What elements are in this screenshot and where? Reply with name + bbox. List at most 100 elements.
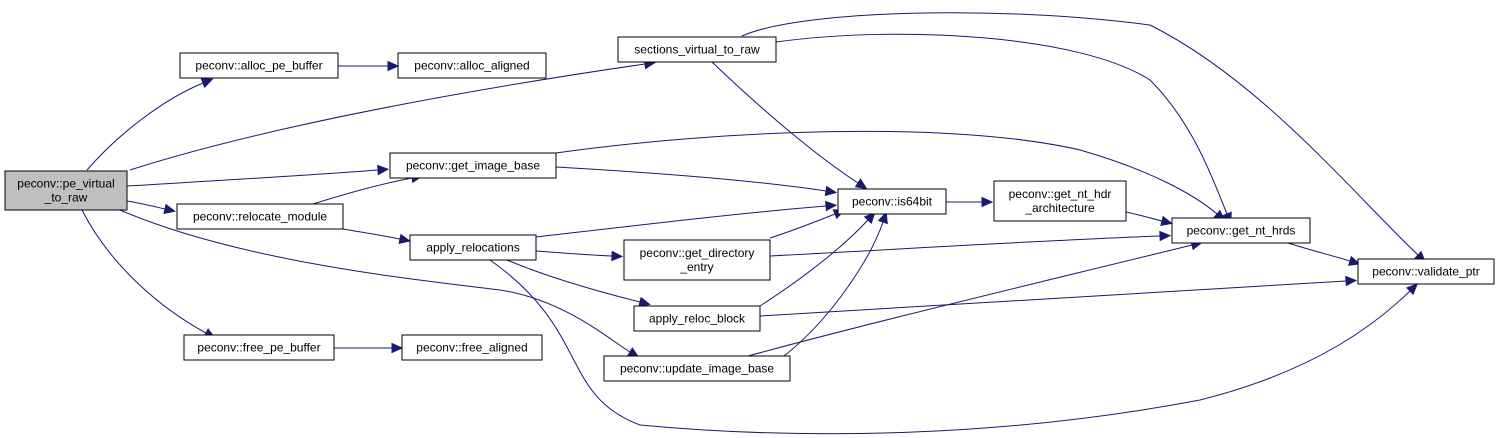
node-label: apply_reloc_block <box>649 312 746 326</box>
edge-update_image_base-to-is64bit <box>783 211 888 357</box>
node-box <box>183 334 335 361</box>
node-box <box>1171 217 1311 244</box>
node-box <box>179 52 339 79</box>
edge-line <box>312 177 413 205</box>
edge-line <box>555 166 827 192</box>
node-free-pe-buffer[interactable]: peconv::free_pe_buffer <box>183 334 335 361</box>
node-label: peconv::pe_virtual <box>17 177 114 191</box>
arrowhead-icon <box>391 342 404 354</box>
edge-line <box>535 205 827 238</box>
edge-pe_virtual_to_raw-to-alloc_pe_buffer <box>86 78 214 171</box>
node-label: peconv::get_directory <box>640 246 755 260</box>
edge-line <box>775 33 1228 215</box>
node-label: peconv::free_pe_buffer <box>197 341 320 355</box>
edge-get_image_base-to-is64bit <box>555 166 838 197</box>
arrowhead-icon <box>387 60 400 72</box>
edge-get_nt_hrds-to-validate_ptr <box>1287 242 1361 266</box>
node-get-nt-hrds[interactable]: peconv::get_nt_hrds <box>1171 217 1311 244</box>
node-label: peconv::relocate_module <box>193 210 327 224</box>
arrowhead-icon <box>1160 215 1173 227</box>
arrowhead-icon <box>1159 230 1172 242</box>
edge-alloc_pe_buffer-to-alloc_aligned <box>338 60 400 72</box>
node-box <box>397 52 547 79</box>
edge-get_nt_hdr_architecture-to-get_nt_hrds <box>1125 211 1173 227</box>
node-label: _to_raw <box>44 191 88 205</box>
arrowhead-icon <box>377 164 390 176</box>
node-free-aligned[interactable]: peconv::free_aligned <box>401 334 543 361</box>
arrowhead-icon <box>1406 283 1419 296</box>
arrowhead-icon <box>824 185 838 197</box>
node-label: peconv::alloc_aligned <box>414 59 529 73</box>
nodes-layer: peconv::pe_virtual_to_raw peconv::alloc_p… <box>4 36 1495 382</box>
edge-apply_relocations-to-get_directory_entry <box>535 250 624 262</box>
edge-line <box>741 12 1419 256</box>
node-label: _architecture <box>1024 201 1095 215</box>
edge-line <box>81 209 207 334</box>
node-box <box>389 152 557 179</box>
edge-line <box>126 200 166 210</box>
node-box <box>617 36 777 63</box>
arrowhead-icon <box>611 250 624 262</box>
edge-line <box>759 219 869 307</box>
arrowhead-icon <box>825 200 838 212</box>
arrowhead-icon <box>981 196 994 208</box>
node-label: peconv::validate_ptr <box>1372 265 1479 279</box>
node-label: peconv::update_image_base <box>620 362 774 376</box>
edge-pe_virtual_to_raw-to-get_image_base <box>126 164 390 187</box>
edge-line <box>126 169 379 187</box>
node-sections-virtual-to-raw[interactable]: sections_virtual_to_raw <box>617 36 777 63</box>
edge-apply_relocations-to-validate_ptr <box>489 259 1419 435</box>
arrowhead-icon <box>1347 255 1361 266</box>
node-label: peconv::alloc_pe_buffer <box>195 59 322 73</box>
edge-line <box>747 244 1193 357</box>
edge-line <box>506 259 641 303</box>
node-label: sections_virtual_to_raw <box>634 43 760 57</box>
node-label: apply_relocations <box>426 241 519 255</box>
node-apply-relocations[interactable]: apply_relocations <box>409 234 537 261</box>
node-update-image-base[interactable]: peconv::update_image_base <box>603 355 791 382</box>
node-get-directory-entry[interactable]: peconv::get_directory_entry <box>623 239 771 281</box>
arrowhead-icon <box>200 78 214 89</box>
node-box <box>176 203 344 230</box>
node-validate-ptr[interactable]: peconv::validate_ptr <box>1357 258 1495 285</box>
node-apply-reloc-block[interactable]: apply_reloc_block <box>633 305 761 332</box>
node-get-nt-hdr-architecture[interactable]: peconv::get_nt_hdr_architecture <box>993 180 1127 222</box>
node-is64bit[interactable]: peconv::is64bit <box>837 188 947 215</box>
arrowhead-icon <box>638 296 651 308</box>
edge-line <box>759 280 1347 317</box>
edge-apply_reloc_block-to-is64bit <box>759 211 876 307</box>
node-label: _entry <box>679 260 713 274</box>
node-box <box>993 180 1127 222</box>
edge-update_image_base-to-get_nt_hrds <box>747 239 1203 357</box>
node-alloc-aligned[interactable]: peconv::alloc_aligned <box>397 52 547 79</box>
node-box <box>4 170 128 211</box>
edge-get_directory_entry-to-get_nt_hrds <box>769 230 1172 257</box>
edge-apply_reloc_block-to-validate_ptr <box>759 275 1358 317</box>
node-pe-virtual-to-raw[interactable]: peconv::pe_virtual_to_raw <box>4 170 128 211</box>
edge-line <box>535 250 613 257</box>
node-get-image-base[interactable]: peconv::get_image_base <box>389 152 557 179</box>
edge-line <box>129 63 646 171</box>
arrowhead-icon <box>163 203 176 215</box>
node-label: peconv::free_aligned <box>416 341 527 355</box>
edge-line <box>119 209 631 353</box>
node-box <box>633 305 761 332</box>
edge-is64bit-to-get_nt_hdr_architecture <box>945 196 994 208</box>
node-box <box>623 239 771 281</box>
edge-line <box>783 221 884 357</box>
arrowhead-icon <box>863 211 876 224</box>
edge-relocate_module-to-apply_relocations <box>342 228 411 245</box>
arrowhead-icon <box>877 211 888 225</box>
edge-apply_relocations-to-apply_reloc_block <box>506 259 651 308</box>
edge-line <box>1125 211 1163 222</box>
edge-line <box>555 130 1218 215</box>
arrowhead-icon <box>854 178 868 190</box>
node-relocate-module[interactable]: peconv::relocate_module <box>176 203 344 230</box>
edge-line <box>342 228 401 240</box>
node-label: peconv::get_nt_hrds <box>1187 224 1296 238</box>
arrowhead-icon <box>398 233 411 245</box>
node-box <box>1357 258 1495 285</box>
edge-free_pe_buffer-to-free_aligned <box>334 342 404 354</box>
node-alloc-pe-buffer[interactable]: peconv::alloc_pe_buffer <box>179 52 339 79</box>
edge-pe_virtual_to_raw-to-relocate_module <box>126 200 176 215</box>
